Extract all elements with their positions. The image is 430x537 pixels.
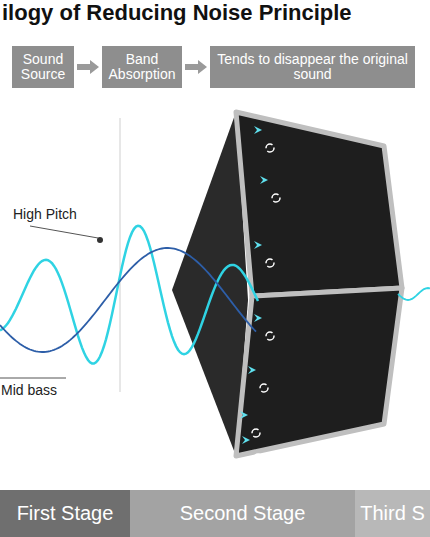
- stage-band: First Stage: [0, 490, 130, 537]
- flow-arrow: [77, 60, 99, 74]
- node-text: Sound Source: [17, 52, 69, 83]
- leader-line: [0, 378, 66, 379]
- swirl-icon: [266, 259, 274, 267]
- sound-arrow: [242, 436, 250, 444]
- divider-line: [120, 118, 121, 392]
- diagram-title: ilogy of Reducing Noise Principle: [2, 0, 352, 26]
- swirl-icon: [272, 194, 280, 202]
- process-box: Tends to disappear the original sound: [210, 46, 415, 88]
- process-box: Band Absorption: [102, 46, 182, 88]
- process-box: Sound Source: [12, 46, 74, 88]
- panel-side: [172, 112, 248, 456]
- sound-arrow: [254, 241, 262, 249]
- wave-label: High Pitch: [12, 206, 78, 222]
- swirl-icon: [266, 144, 274, 152]
- sound-arrow: [248, 366, 256, 374]
- swirl-icon: [260, 384, 268, 392]
- absorption-marks: [240, 126, 280, 462]
- flow-arrow: [185, 60, 207, 74]
- node-text: Second Stage: [180, 502, 306, 525]
- node-text: Band Absorption: [107, 52, 177, 83]
- high-pitch-wave: [0, 226, 258, 364]
- node-text: First Stage: [17, 502, 114, 525]
- leader-line: [30, 226, 98, 238]
- sound-arrow: [254, 126, 262, 134]
- sound-arrow: [254, 314, 262, 322]
- stage-band: Second Stage: [130, 490, 355, 537]
- node-text: Tends to disappear the original sound: [215, 52, 410, 83]
- swirl-icon: [252, 429, 260, 437]
- wave-label: Mid bass: [0, 382, 58, 398]
- node-text: Third S: [360, 502, 424, 525]
- swirl-icon: [266, 332, 274, 340]
- sound-arrow: [260, 176, 268, 184]
- sound-arrow: [240, 411, 248, 419]
- panel-upper: [236, 112, 402, 296]
- mid-bass-wave: [0, 248, 256, 352]
- swirl-icon: [254, 454, 262, 462]
- panel-lower: [236, 288, 402, 456]
- output-wave: [398, 288, 430, 300]
- stage-band: Third S: [355, 490, 430, 537]
